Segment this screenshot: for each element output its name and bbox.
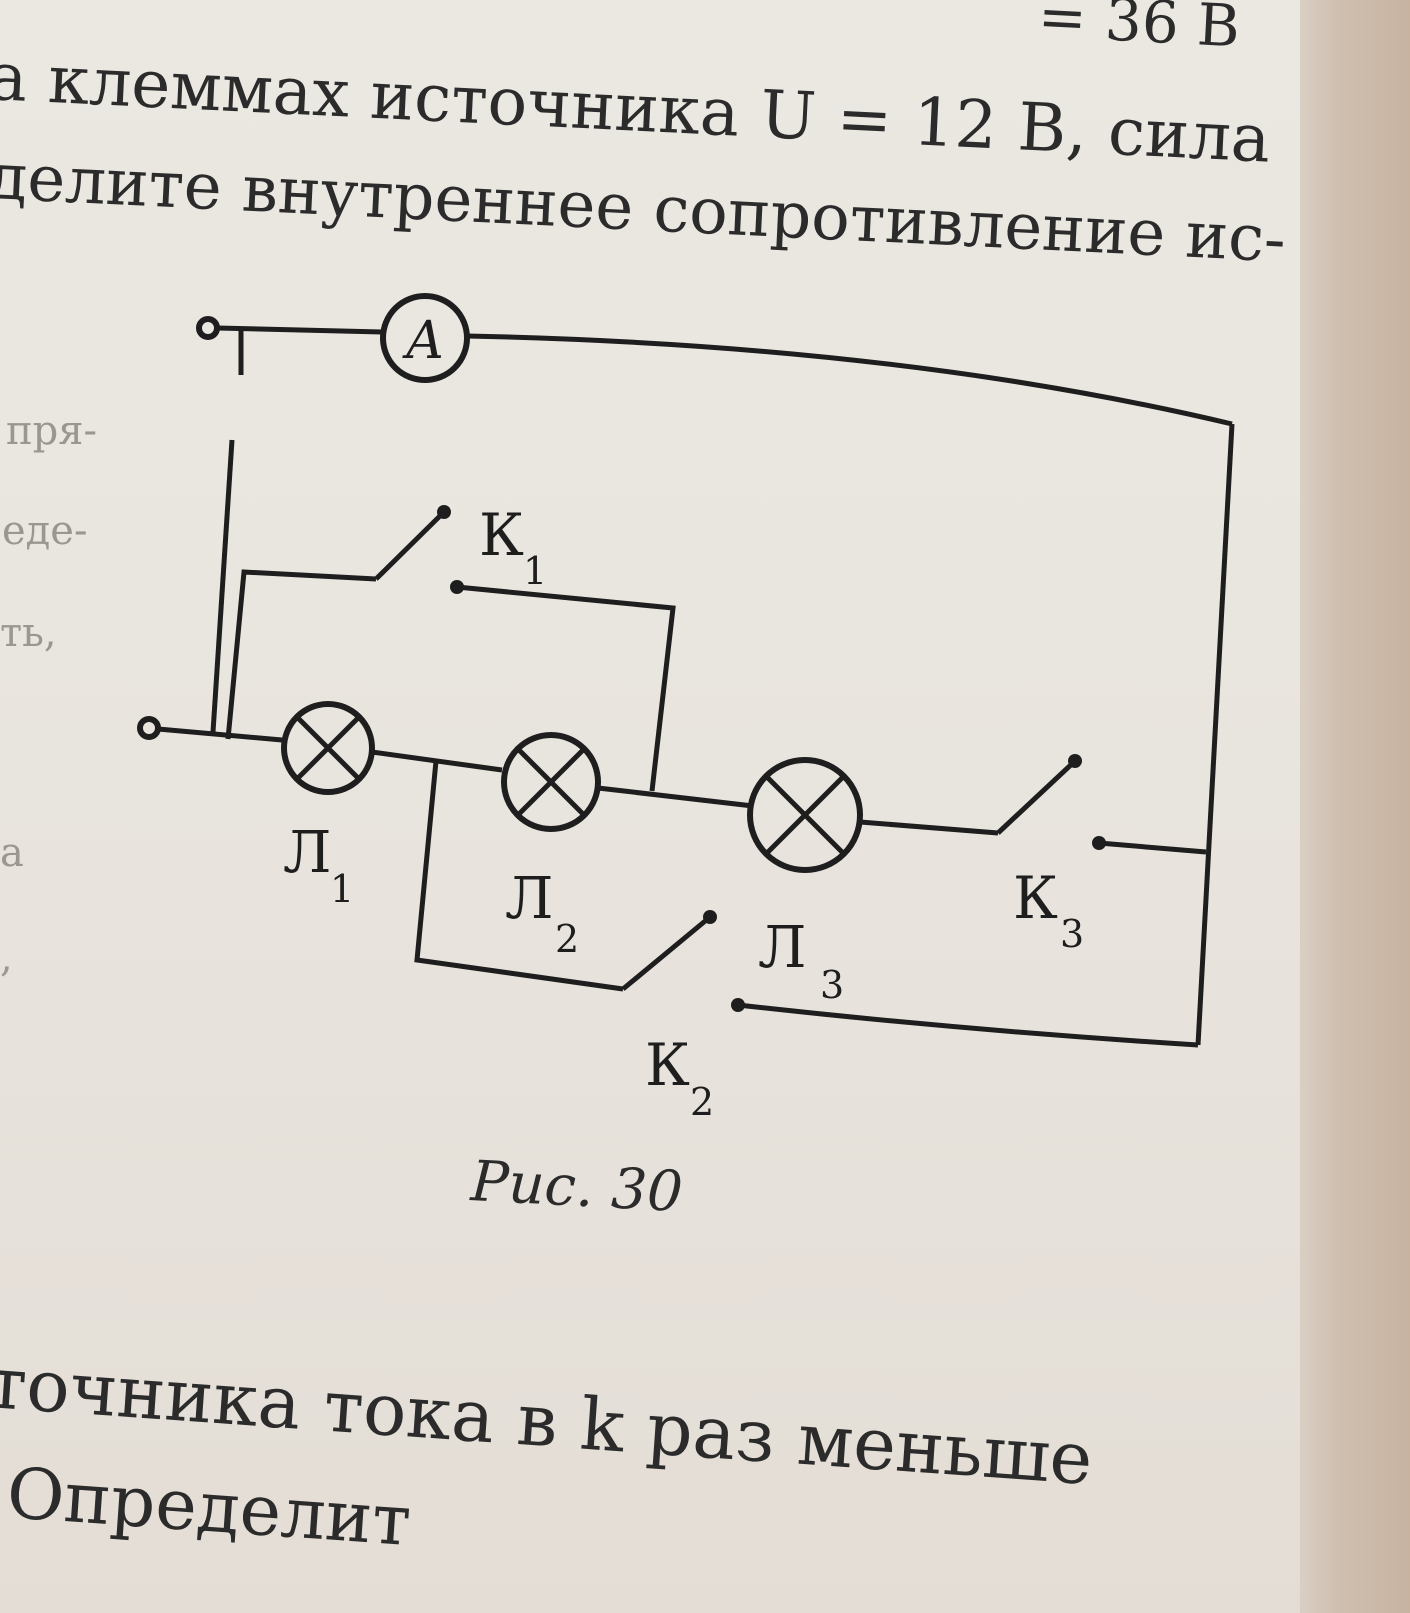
lamp-3-label: Л (758, 913, 806, 981)
wire-k1-left (225, 569, 377, 740)
switch-k1-blade (374, 510, 446, 581)
wire-terminal-to-lamp-1 (157, 726, 283, 743)
lamp-3-index: 3 (820, 963, 844, 1007)
switch-k1-contact (437, 505, 451, 519)
margin-fragment: ть, (0, 610, 57, 656)
wire-lamp-2-to-lamp-3 (597, 785, 754, 809)
lamp-2-circle (501, 732, 601, 832)
bottom-terminal (137, 716, 161, 740)
ammeter-label: A (402, 311, 444, 371)
margin-fragment: пря- (6, 408, 98, 454)
lamp-2-cross (516, 747, 586, 817)
margin-fragment: еде- (2, 508, 88, 554)
lamp-1-circle (281, 701, 375, 795)
source-plate-long (210, 439, 235, 733)
wire-top-right (466, 333, 1233, 427)
lamp-1-cross (295, 715, 361, 781)
lamp-1-label: Л (283, 818, 331, 886)
switch-k3-contact (1068, 754, 1082, 768)
switch-k1-label: К (479, 501, 524, 569)
lamp-2-label: Л (505, 864, 553, 932)
wire-k2-right (737, 1002, 1199, 1048)
wire-right-vertical (1195, 423, 1235, 1046)
page-edge (1300, 0, 1410, 1613)
switch-k2-blade (621, 915, 712, 991)
figure-caption: Рис. 30 (468, 1149, 684, 1225)
margin-fragment: , (0, 935, 13, 981)
switch-k2-label: К (645, 1031, 690, 1099)
switch-k3-label: К (1013, 864, 1058, 932)
lamp-1-index: 1 (330, 867, 354, 911)
wire-lamp-3-to-k3 (859, 819, 999, 836)
wire-k3-to-right (1098, 840, 1207, 855)
lamp-2-index: 2 (555, 917, 579, 961)
margin-fragment: а (0, 830, 24, 876)
lamp-3-cross (764, 774, 846, 856)
switch-k3-index: 3 (1060, 912, 1084, 956)
switch-k3-blade (996, 759, 1077, 835)
switch-k2-index: 2 (690, 1080, 714, 1124)
wire-k2-left (414, 760, 624, 992)
wire-top-terminal-to-ammeter (216, 325, 383, 335)
wire-lamp-1-to-lamp-2 (371, 749, 503, 773)
switch-k2-contact (703, 910, 717, 924)
top-terminal (196, 316, 220, 340)
lamp-3-circle (747, 757, 863, 873)
switch-k1-index: 1 (523, 549, 547, 593)
wire-k1-right (456, 584, 676, 792)
